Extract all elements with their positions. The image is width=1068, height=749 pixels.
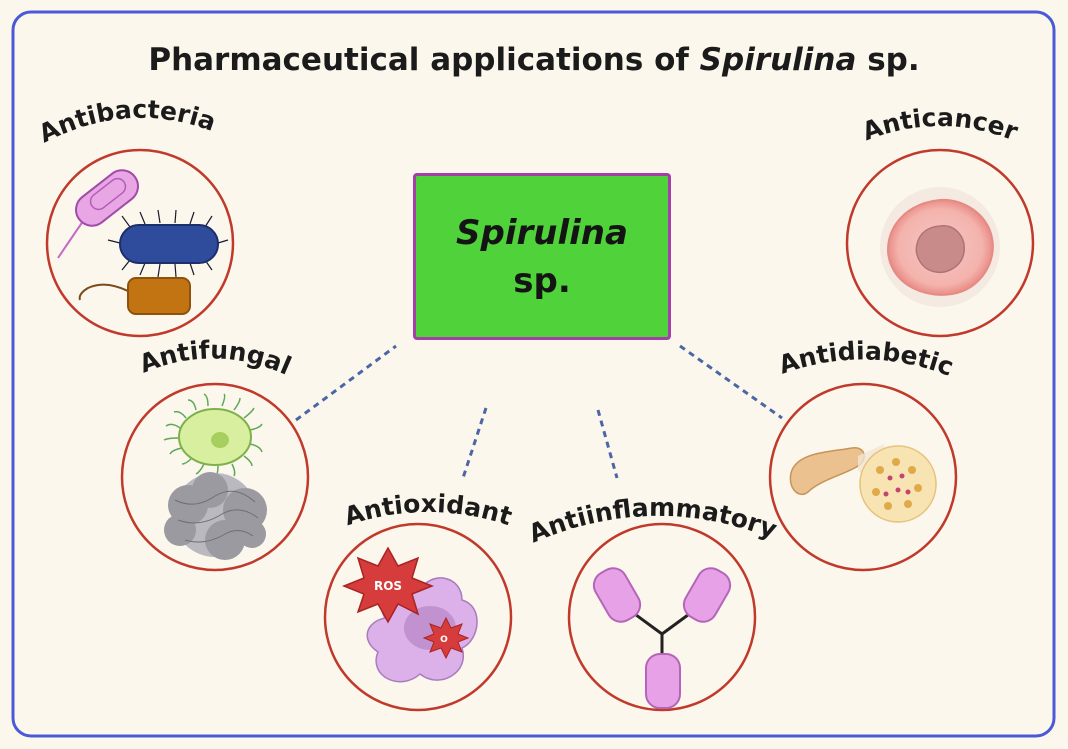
bacteria-icon [57, 169, 229, 315]
title-prefix: Pharmaceutical applications of [148, 42, 700, 78]
fungus-icon [163, 393, 267, 560]
outer-frame [11, 10, 1056, 738]
oxidative-stress-icon: ROS O [341, 546, 478, 683]
antibody-icon [592, 567, 732, 709]
o2-burst-icon [422, 616, 470, 660]
ros-label: ROS [374, 579, 402, 593]
diagram-title: Pharmaceutical applications of Spirulina… [0, 42, 1068, 78]
connector-antioxidant [461, 407, 488, 479]
cancer-cell-icon [880, 187, 1000, 307]
center-line1: Spirulina [456, 212, 628, 253]
pancreas-icon [789, 444, 937, 523]
title-italic: Spirulina [699, 42, 857, 78]
connectors [232, 241, 846, 479]
title-suffix: sp. [856, 42, 920, 78]
center-node-spirulina: Spirulina sp. [413, 173, 671, 340]
ros-burst-icon [341, 546, 435, 624]
connector-antidiabetic [679, 344, 783, 420]
connector-antiinflammatory [596, 409, 619, 479]
connector-antifungal [295, 344, 397, 422]
center-line2: sp. [513, 260, 571, 301]
o2-label: O [440, 635, 448, 645]
